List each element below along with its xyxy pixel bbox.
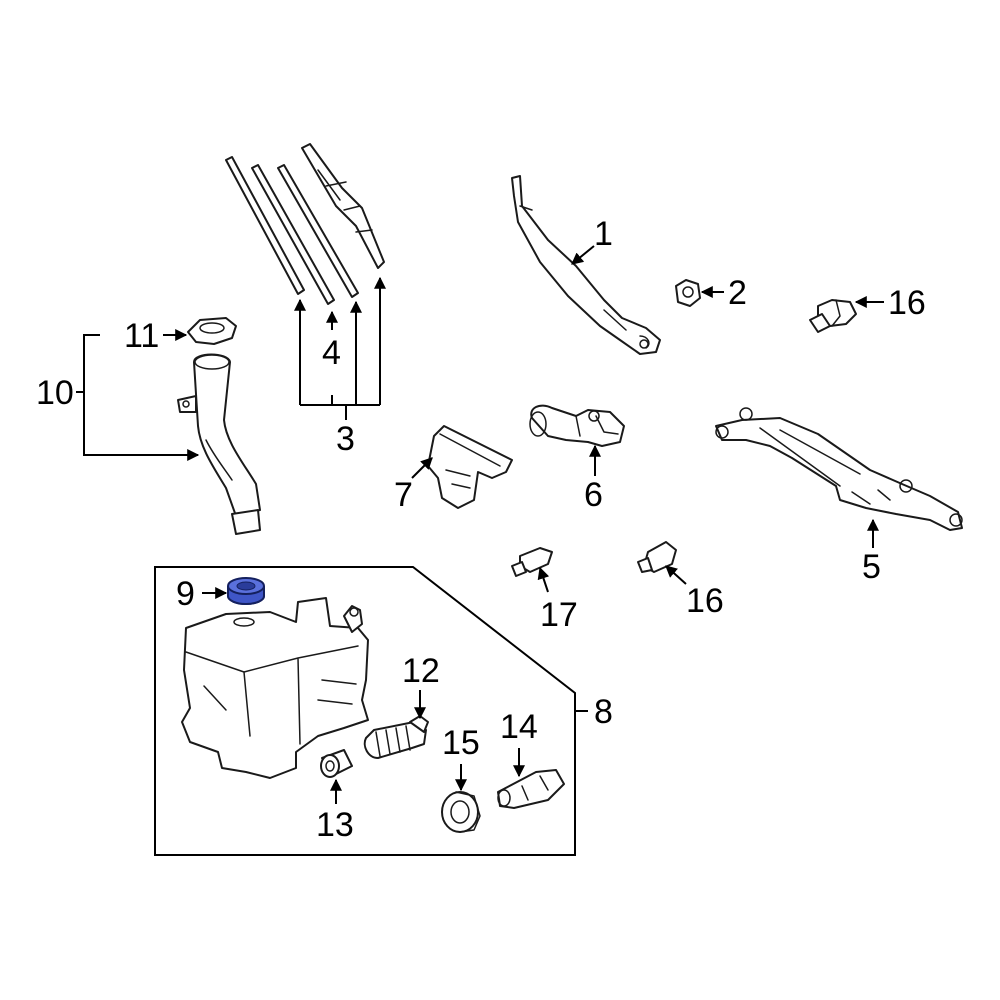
callout-12: 12 [402,652,440,690]
callout-15: 15 [442,724,480,762]
filler-cap[interactable] [187,317,237,345]
callout-9: 9 [176,575,195,613]
callout-16-bottom: 16 [686,582,724,620]
pump-grommet[interactable] [320,749,353,778]
reservoir-seal-highlighted[interactable] [227,577,265,605]
clip-top[interactable] [809,299,857,333]
callout-11: 11 [124,317,159,355]
callout-17: 17 [540,596,578,634]
nut[interactable] [675,279,701,307]
callout-labels: 1 2 3 4 5 6 7 8 9 10 11 12 13 14 15 16 1… [36,215,926,844]
wiper-linkage[interactable] [715,407,963,531]
callout-13: 13 [316,806,354,844]
callout-3: 3 [336,420,355,458]
leader-16-bottom [665,565,687,585]
washer-pump[interactable] [363,715,429,759]
callout-14: 14 [500,708,538,746]
assembly-box [154,566,576,856]
callout-6: 6 [584,476,603,514]
wiper-motor[interactable] [529,404,625,447]
sensor-seal[interactable] [441,791,481,833]
callout-16-top: 16 [888,284,926,322]
cover[interactable] [427,425,513,509]
callout-5: 5 [862,548,881,586]
wiper-blades[interactable] [225,143,385,305]
level-sensor[interactable] [497,769,565,809]
blade-leaders [294,276,386,420]
wiper-arm[interactable] [511,175,661,355]
leader-7 [411,457,433,479]
clip-bottom[interactable] [637,541,677,573]
leader-1 [571,245,595,265]
callout-7: 7 [394,476,413,514]
callout-1: 1 [594,215,613,253]
filler-neck[interactable] [177,353,261,535]
callout-8: 8 [594,693,613,731]
callout-4: 4 [322,334,341,372]
washer-reservoir[interactable] [181,597,369,779]
leaders-10-11 [76,329,200,461]
leader-17 [537,566,550,593]
callout-2: 2 [728,274,747,312]
callout-10: 10 [36,374,74,412]
washer-nozzle[interactable] [511,547,553,577]
